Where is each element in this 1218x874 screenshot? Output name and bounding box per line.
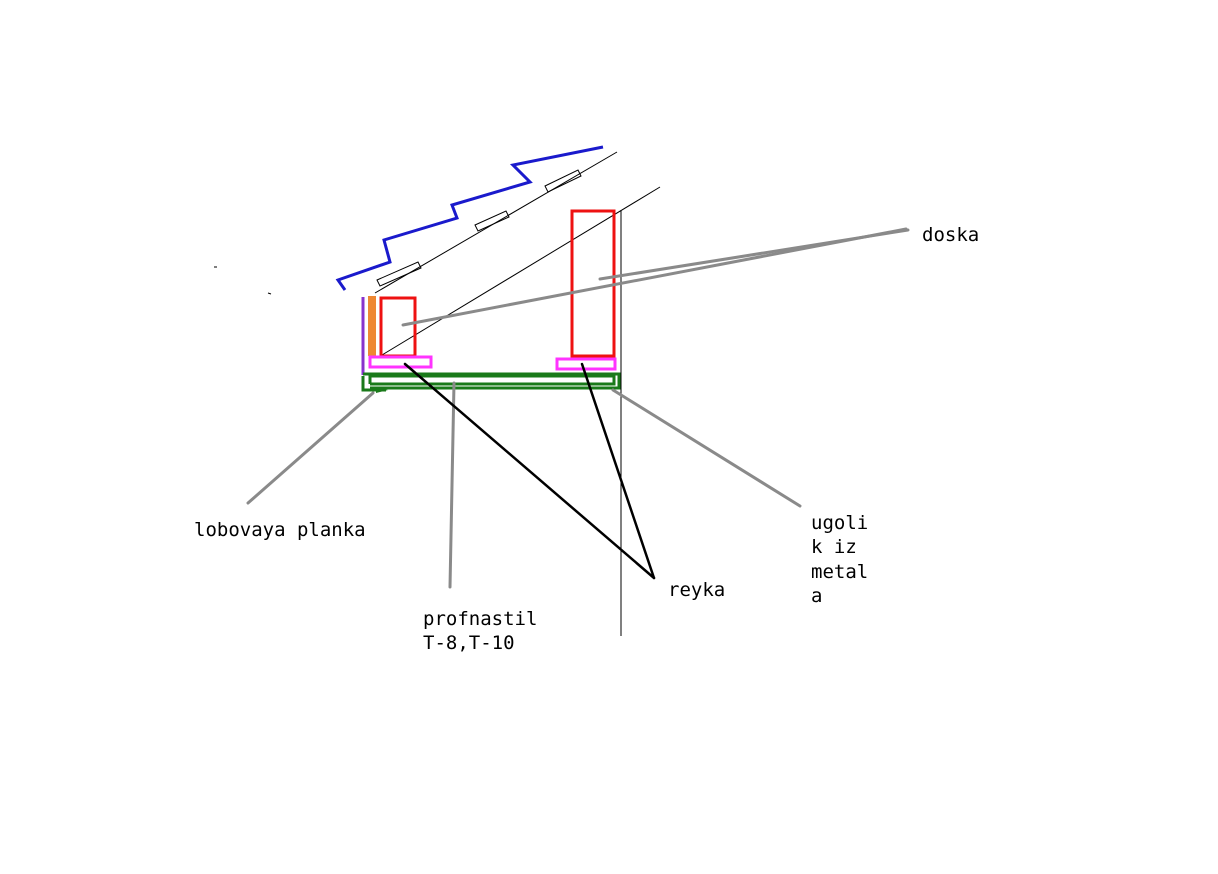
label-ugolik-1: ugoli <box>811 512 868 534</box>
tile-step-mark <box>544 169 582 193</box>
insulation-strip <box>368 296 376 356</box>
leader-doska-2 <box>598 228 910 281</box>
label-profnastil-type: T-8,T-10 <box>423 632 515 654</box>
tile-step-mark <box>376 261 422 287</box>
leader-reyka-left <box>403 362 656 580</box>
leader-profnastil <box>448 381 456 589</box>
leader-reyka-right <box>580 362 656 580</box>
leader-ugolik <box>611 388 802 508</box>
label-ugolik-4: a <box>811 585 822 607</box>
board-large <box>570 209 616 358</box>
label-ugolik-3: metal <box>811 561 868 583</box>
label-ugolik-2: k iz <box>811 536 857 558</box>
leader-lobovaya <box>246 391 375 505</box>
profnastil-sheet <box>361 372 621 392</box>
stray-mark <box>267 292 272 295</box>
board-small <box>379 296 417 358</box>
rafter-line-lower <box>381 186 661 356</box>
profnastil-end-arrow <box>376 387 388 393</box>
tile-step-mark <box>474 210 510 232</box>
label-lobovaya-planka: lobovaya planka <box>194 519 366 541</box>
label-reyka: reyka <box>668 579 725 601</box>
batten-left <box>368 355 433 369</box>
label-doska: doska <box>922 224 979 246</box>
label-profnastil: profnastil <box>423 608 537 630</box>
batten-right <box>555 357 617 371</box>
roof-tile-profile <box>335 145 604 291</box>
